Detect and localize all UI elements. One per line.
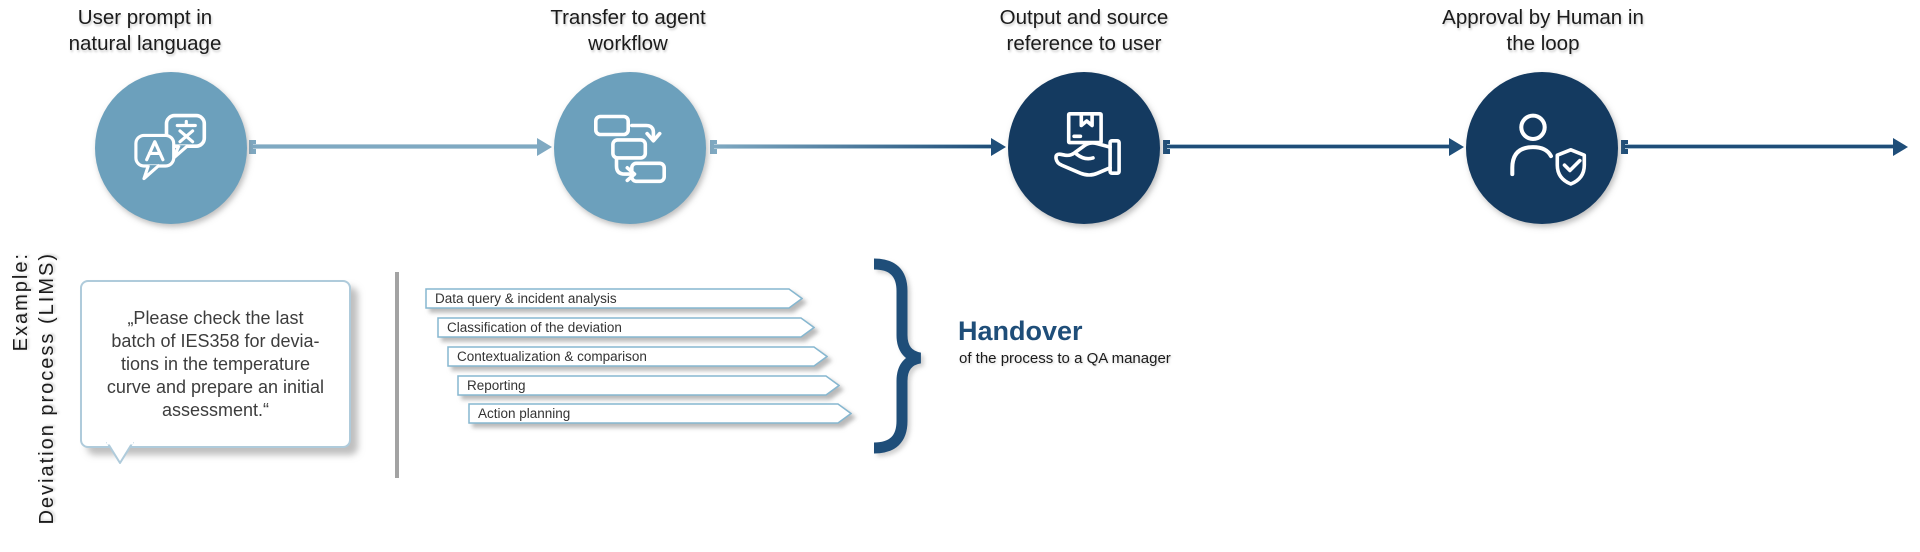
timeline-step-4-circle — [1466, 72, 1618, 224]
box-hand-icon — [1054, 111, 1121, 177]
bubble-line: tions in the temperature — [120, 353, 311, 374]
timeline-step-2-circle — [554, 72, 706, 224]
connector-start-nub — [249, 140, 256, 154]
person-shield-check-icon — [1510, 113, 1587, 186]
user-prompt-speech-bubble: „Please check the last batch of IES358 f… — [80, 280, 351, 448]
speech-bubble-tail — [106, 442, 134, 464]
timeline-step-1-label: User prompt in natural language — [5, 5, 285, 57]
timeline-step-3-label-line1: Output and source — [999, 6, 1169, 29]
connector-line-2 — [714, 144, 991, 149]
workflow-icon — [594, 114, 666, 184]
workflow-step-3-label: Contextualization & comparison — [457, 349, 647, 364]
translation-icon — [134, 113, 207, 181]
connector-arrow-4-icon — [1893, 138, 1908, 156]
connector-arrow-2-icon — [991, 138, 1006, 156]
workflow-step-5: Action planning — [468, 403, 852, 424]
handover-title: Handover — [958, 316, 1083, 346]
workflow-step-1-label: Data query & incident analysis — [435, 291, 617, 306]
connector-line-1 — [253, 144, 537, 149]
workflow-step-1: Data query & incident analysis — [425, 288, 803, 309]
timeline-step-3-circle — [1008, 72, 1160, 224]
example-side-label-line1: Example: — [10, 252, 32, 352]
example-side-label-line2: Deviation process (LIMS) — [36, 252, 58, 525]
timeline-step-3-label: Output and source reference to user — [944, 5, 1224, 57]
timeline-step-2-label-line2: workflow — [588, 32, 668, 55]
workflow-step-5-label: Action planning — [478, 406, 571, 421]
connector-start-nub — [1621, 140, 1628, 154]
timeline-step-3-label-line2: reference to user — [1006, 32, 1162, 55]
connector-arrow-1-icon — [537, 138, 552, 156]
connector-start-nub — [710, 140, 717, 154]
connector-start-nub — [1163, 140, 1170, 154]
user-prompt-text: „Please check the last batch of IES358 f… — [107, 307, 324, 422]
timeline-step-4-label: Approval by Human in the loop — [1403, 5, 1683, 57]
bubble-line: curve and prepare an initial — [106, 376, 325, 397]
connector-line-3 — [1167, 144, 1449, 149]
curly-brace — [873, 258, 922, 454]
timeline-step-1-label-line2: natural language — [68, 32, 222, 55]
timeline-step-1-circle — [95, 72, 247, 224]
timeline-step-2-label: Transfer to agent workflow — [488, 5, 768, 57]
timeline-step-1-label-line1: User prompt in — [77, 6, 213, 29]
bubble-line: assessment.“ — [161, 399, 270, 420]
example-side-label: Example: Deviation process (LIMS) — [8, 252, 60, 525]
bubble-line: batch of IES358 for devia- — [111, 330, 320, 351]
section-divider — [395, 272, 399, 478]
connector-arrow-3-icon — [1449, 138, 1464, 156]
timeline-step-2-label-line1: Transfer to agent — [550, 6, 706, 29]
timeline-step-4-label-line1: Approval by Human in — [1442, 6, 1644, 29]
bubble-line: „Please check the last — [127, 307, 304, 328]
workflow-step-2-label: Classification of the deviation — [447, 320, 622, 335]
workflow-step-2: Classification of the deviation — [437, 317, 815, 338]
connector-line-4 — [1625, 144, 1893, 149]
timeline-step-4-label-line2: the loop — [1506, 32, 1580, 55]
workflow-step-4: Reporting — [457, 375, 840, 396]
workflow-step-4-label: Reporting — [467, 378, 526, 393]
workflow-step-3: Contextualization & comparison — [447, 346, 828, 367]
handover-subtitle: of the process to a QA manager — [959, 350, 1171, 367]
